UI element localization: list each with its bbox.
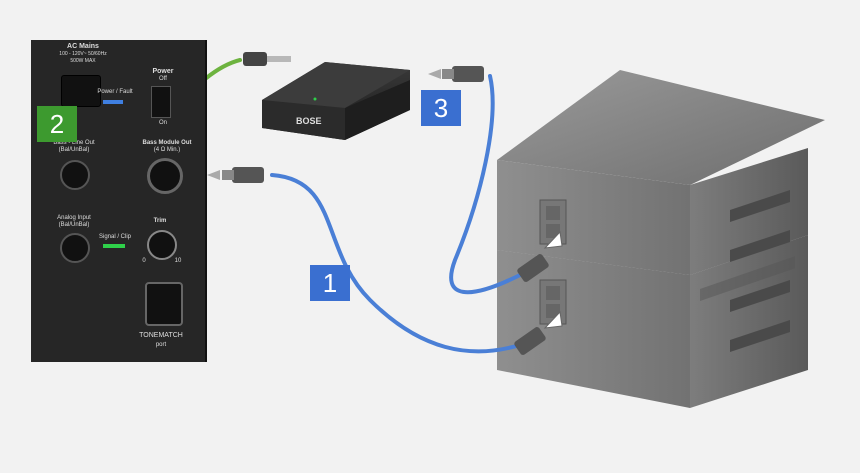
- power-on-label: On: [158, 120, 167, 126]
- line-out-label: Bass - Line Out: [53, 140, 95, 146]
- arrows: [543, 230, 563, 329]
- bass-module-out-sub: (4 Ω Min.): [153, 147, 181, 153]
- device-brand: BOSE: [296, 116, 322, 126]
- bose-device: BOSE: [262, 62, 410, 140]
- tonematch-port[interactable]: [145, 282, 183, 326]
- analog-input-label: Analog Input: [57, 215, 91, 221]
- bass-module-upper: [497, 70, 825, 275]
- step-1-label: 1: [322, 267, 338, 298]
- plug-cable-2-device: [243, 52, 291, 66]
- step-badge-2: 2: [37, 106, 77, 142]
- bass-module-out-label: Bass Module Out: [142, 140, 192, 146]
- power-fault-label: Power / Fault: [97, 89, 133, 95]
- trim-knob[interactable]: [147, 230, 177, 260]
- cable-3: [449, 74, 522, 295]
- power-label: Power: [152, 68, 174, 75]
- analog-input-jack[interactable]: [60, 233, 90, 263]
- rear-panel: AC Mains 100 - 120V~ 50/60Hz 500W MAX Po…: [31, 40, 207, 362]
- plug-cable-3-device: [428, 66, 484, 82]
- line-out-sub: (Bal/UnBal): [58, 147, 90, 153]
- power-fault-led: [103, 100, 123, 104]
- plug-cable-1-panel: [207, 167, 264, 183]
- ac-mains-label: AC Mains: [67, 43, 99, 50]
- plug-cable-1-cabinet: [514, 327, 546, 355]
- step-3-label: 3: [433, 92, 449, 123]
- plug-cable-3-cabinet: [517, 254, 549, 282]
- signal-clip-label: Signal / Clip: [98, 234, 131, 240]
- bass-module-stack: [497, 70, 825, 408]
- power-switch[interactable]: [151, 86, 171, 118]
- trim-min: 0: [142, 258, 146, 264]
- power-off-label: Off: [159, 76, 167, 82]
- cable-1: [270, 173, 522, 354]
- bass-module-out-jack[interactable]: [147, 158, 183, 194]
- ac-mains-spec: 100 - 120V~ 50/60Hz: [59, 51, 107, 57]
- step-badge-1: 1: [310, 265, 350, 301]
- ac-mains-socket[interactable]: [61, 75, 101, 107]
- tonematch-port-label: port: [155, 342, 167, 348]
- signal-clip-led: [103, 244, 125, 248]
- tonematch-label: TONEMATCH: [139, 332, 183, 339]
- trim-max: 10: [174, 258, 182, 264]
- ac-mains-watt: 500W MAX: [70, 58, 96, 64]
- line-out-jack[interactable]: [60, 160, 90, 190]
- analog-input-sub: (Bal/UnBal): [58, 222, 90, 228]
- trim-label: Trim: [153, 218, 167, 224]
- step-badge-3: 3: [421, 90, 461, 126]
- step-2-label: 2: [49, 108, 65, 139]
